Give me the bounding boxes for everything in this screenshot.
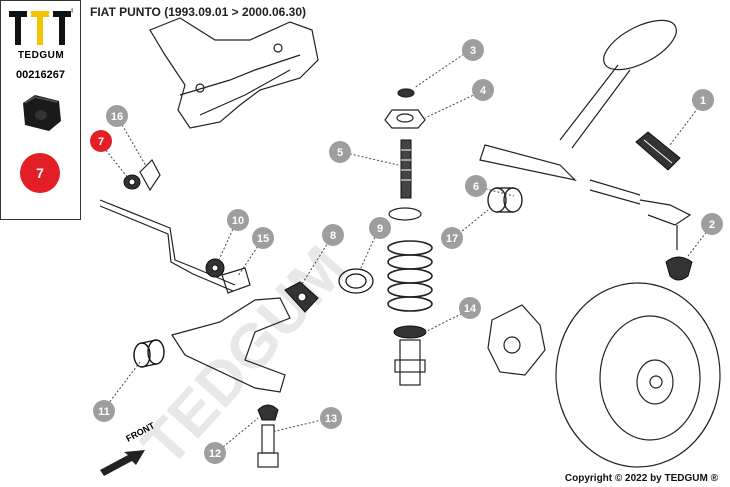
bushing-11-drawing [133,339,165,368]
part-thumbnail [23,95,61,131]
shock-absorber-drawing [394,339,426,386]
callout-14-label: 14 [464,303,477,315]
copyright-text: Copyright © 2022 by TEDGUM ® [564,473,718,484]
ball-joint-boot-drawing [257,404,279,421]
callout-7-label: 7 [98,136,104,148]
callout-12-label: 12 [209,448,221,460]
tie-rod-boot-drawing [665,256,693,281]
callout-9: 9 [369,217,391,239]
callout-11-label: 11 [98,406,110,418]
callout-13-label: 13 [325,413,337,425]
callout-16-label: 16 [111,111,123,123]
registered-mark: ® [71,8,73,15]
callout-10-label: 10 [232,215,244,227]
callout-2-label: 2 [709,219,715,231]
callout-12: 12 [204,442,226,464]
callout-9-label: 9 [377,223,383,235]
tedgum-logo: ® [9,8,73,45]
callout-3-label: 3 [470,45,476,57]
callout-5: 5 [329,141,351,163]
callout-11: 11 [93,400,115,422]
rubber-sleeve-drawing [487,187,523,213]
steering-boot-drawing [635,131,681,171]
callout-6-label: 6 [473,181,479,193]
callout-1-label: 1 [700,95,706,107]
subframe-drawing [149,17,319,129]
callout-8-label: 8 [330,230,336,242]
callout-10: 10 [227,209,249,231]
callout-5-label: 5 [337,147,343,159]
callout-7: 7 [90,130,112,152]
clamp-15-drawing [221,267,251,294]
clamp-16-drawing [139,159,161,192]
bump-stop-drawing [400,139,412,199]
callout-17-label: 17 [446,233,458,245]
part-number: 00216267 [16,69,65,81]
callout-15-label: 15 [257,233,269,245]
sidebar-panel: ® TEDGUM 00216267 7 [0,0,81,220]
callout-16: 16 [106,105,128,127]
lower-spring-seat-drawing [393,325,427,339]
callout-14: 14 [459,297,481,319]
control-arm-drawing [171,297,291,393]
bushing-8-drawing [284,281,319,313]
page-title: FIAT PUNTO (1993.09.01 > 2000.06.30) [90,5,307,19]
callout-3: 3 [462,39,484,61]
callout-6: 6 [465,175,487,197]
strut-bearing-drawing [338,268,374,294]
bushing-10-drawing [205,258,225,278]
spring-seat-drawing [388,207,422,221]
ball-joint-pin-drawing [257,424,279,468]
callout-4: 4 [472,79,494,101]
wheel-drawing [555,282,721,468]
callout-4-label: 4 [480,85,487,97]
callout-13: 13 [320,407,342,429]
strut-top-drawing [384,88,426,129]
callout-15: 15 [252,227,274,249]
coil-spring-drawing [387,240,433,312]
highlight-badge: 7 [20,153,60,193]
leader-lines [100,51,712,453]
steering-column-drawing [479,19,692,250]
callout-2: 2 [701,213,723,235]
callout-17: 17 [441,227,463,249]
brand-name: TEDGUM [17,50,65,61]
callout-8: 8 [322,224,344,246]
callout-1: 1 [692,89,714,111]
stabilizer-bushing-7-drawing [123,174,141,190]
steering-knuckle-drawing [487,304,546,376]
